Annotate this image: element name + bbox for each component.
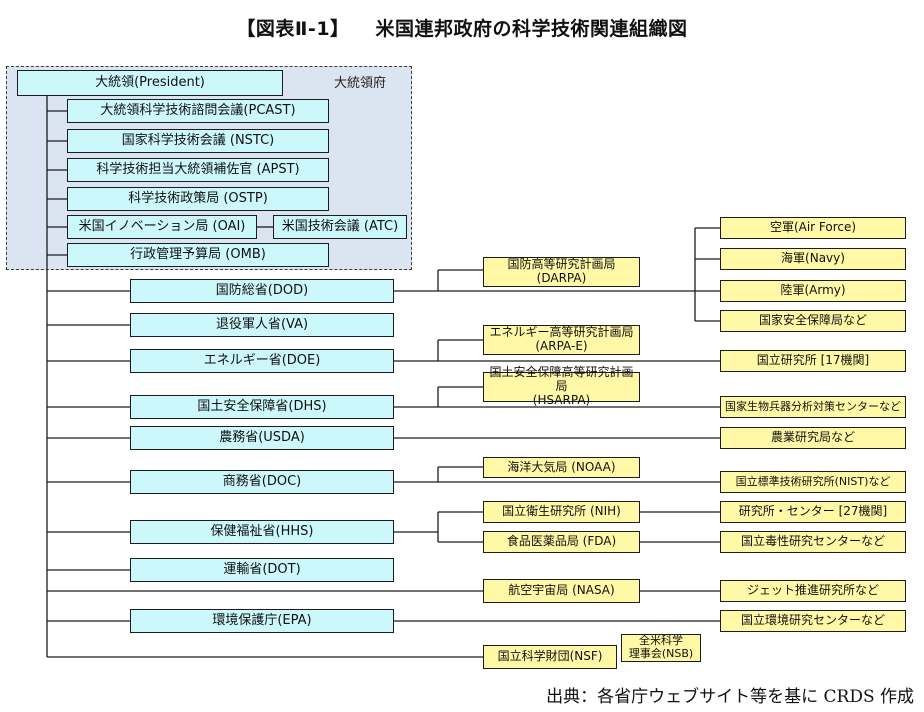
ars-box: 農業研究局など	[720, 427, 906, 449]
doc-box: 商務省(DOC)	[130, 470, 394, 494]
nsf-box: 国立科学財団(NSF)	[483, 645, 617, 669]
army-box: 陸軍(Army)	[720, 280, 906, 302]
air-force-box: 空軍(Air Force)	[720, 217, 906, 239]
doe-box: エネルギー省(DOE)	[130, 349, 394, 373]
nstc-box: 国家科学技術会議 (NSTC)	[67, 129, 329, 153]
nctr-box: 国立毒性研究センターなど	[720, 531, 906, 553]
dhs-box: 国土安全保障省(DHS)	[130, 395, 394, 419]
navy-box: 海軍(Navy)	[720, 248, 906, 270]
figure-title: 米国連邦政府の科学技術関連組織図	[375, 18, 688, 40]
noaa-box: 海洋大気局 (NOAA)	[483, 457, 640, 478]
va-box: 退役軍人省(VA)	[130, 313, 394, 337]
dot-box: 運輸省(DOT)	[130, 558, 394, 582]
epa-research-box: 国立環境研究センターなど	[720, 610, 906, 632]
usda-box: 農務省(USDA)	[130, 426, 394, 450]
apst-box: 科学技術担当大統領補佐官 (APST)	[67, 158, 329, 182]
page-title: 【図表Ⅱ-1】 米国連邦政府の科学技術関連組織図	[0, 14, 924, 41]
nist-box: 国立標準技術研究所(NIST)など	[720, 471, 906, 493]
fda-box: 食品医薬品局 (FDA)	[483, 531, 640, 553]
oai-box: 米国イノベーション局 (OAI)	[67, 215, 257, 239]
nbacc-box: 国家生物兵器分析対策センターなど	[720, 396, 906, 418]
hhs-box: 保健福祉省(HHS)	[130, 520, 394, 544]
hsarpa-box: 国土安全保障高等研究計画局 (HSARPA)	[483, 365, 640, 407]
figure-number: 【図表Ⅱ-1】	[236, 18, 350, 40]
nsa-box: 国家安全保障局など	[720, 310, 906, 332]
omb-box: 行政管理予算局 (OMB)	[67, 243, 329, 267]
pcast-box: 大統領科学技術諮問会議(PCAST)	[67, 99, 329, 123]
jpl-box: ジェット推進研究所など	[720, 580, 906, 602]
president-box: 大統領(President)	[17, 70, 283, 96]
nsb-box: 全米科学 理事会(NSB)	[621, 634, 701, 662]
national-labs-box: 国立研究所 [17機関]	[720, 350, 906, 372]
nih-box: 国立衛生研究所 (NIH)	[483, 501, 640, 523]
ostp-box: 科学技術政策局 (OSTP)	[67, 187, 329, 211]
dod-box: 国防総省(DOD)	[130, 279, 394, 303]
nih-institutes-box: 研究所・センター [27機関]	[720, 501, 906, 523]
source-note: 出典：各省庁ウェブサイト等を基に CRDS 作成	[546, 687, 914, 707]
epa-box: 環境保護庁(EPA)	[130, 609, 394, 633]
darpa-box: 国防高等研究計画局 (DARPA)	[483, 257, 640, 287]
executive-office-label: 大統領府	[334, 76, 387, 91]
atc-box: 米国技術会議 (ATC)	[273, 215, 407, 239]
nasa-box: 航空宇宙局 (NASA)	[483, 579, 640, 603]
arpa-e-box: エネルギー高等研究計画局 (ARPA-E)	[483, 325, 640, 355]
